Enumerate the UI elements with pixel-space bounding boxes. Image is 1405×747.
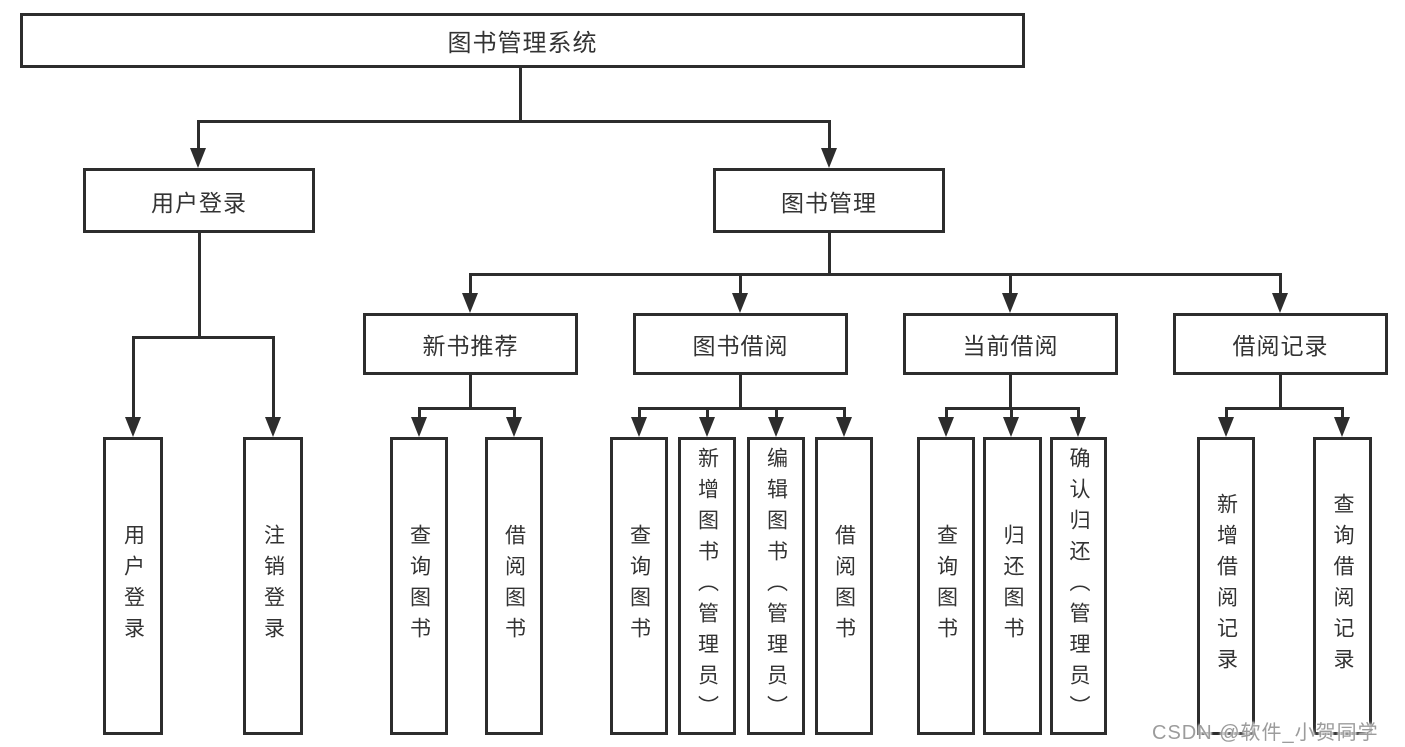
- connector-book-mgmt-drop: [828, 120, 831, 150]
- connector-drop: [843, 407, 846, 418]
- arrow-to-leaf: [768, 417, 784, 437]
- node-root: 图书管理系统: [20, 13, 1025, 68]
- connector-drop: [1225, 407, 1228, 418]
- node-leaf-confirm-return-admin: 确认归还（管理员）: [1050, 437, 1107, 735]
- connector-drop: [1341, 407, 1344, 418]
- leaf-label: 注销登录: [261, 524, 285, 648]
- arrow-to-leaf: [699, 417, 715, 437]
- connector-stem: [1009, 375, 1012, 407]
- arrow-to-leaf: [1334, 417, 1350, 437]
- leaf-label: 借阅图书: [502, 524, 526, 648]
- connector-drop: [1010, 407, 1013, 418]
- arrow-to-leaf: [1003, 417, 1019, 437]
- node-leaf-borrow-books-rec: 借阅图书: [485, 437, 543, 735]
- node-leaf-logout: 注销登录: [243, 437, 303, 735]
- connector-rail: [418, 407, 515, 410]
- arrow-to-leaf: [631, 417, 647, 437]
- node-leaf-query-books: 查询图书: [610, 437, 668, 735]
- leaf-label: 查询借阅记录: [1331, 493, 1355, 679]
- connector-drop: [638, 407, 641, 418]
- connector-stem: [1279, 375, 1282, 407]
- leaf-label: 编辑图书（管理员）: [764, 446, 788, 726]
- leaf-label: 查询图书: [627, 524, 651, 648]
- arrow-to-leaf: [506, 417, 522, 437]
- connector-drop: [739, 273, 742, 295]
- node-user-login: 用户登录: [83, 168, 315, 233]
- connector-user-login-drop: [197, 120, 200, 150]
- arrow-to-leaf: [938, 417, 954, 437]
- connector-drop: [272, 336, 275, 418]
- node-book-borrow: 图书借阅: [633, 313, 848, 375]
- node-leaf-add-books-admin: 新增图书（管理员）: [678, 437, 736, 735]
- leaf-label: 查询图书: [407, 524, 431, 648]
- arrow-to-leaf-login: [125, 417, 141, 437]
- connector-drop: [469, 273, 472, 295]
- leaf-label: 新增借阅记录: [1214, 493, 1238, 679]
- connector-stem: [469, 375, 472, 407]
- node-book-mgmt-label: 图书管理: [781, 189, 877, 216]
- connector-drop: [1009, 273, 1012, 295]
- leaf-label: 归还图书: [1001, 524, 1025, 648]
- node-current-borrow: 当前借阅: [903, 313, 1118, 375]
- leaf-label: 查询图书: [934, 524, 958, 648]
- connector-drop: [945, 407, 948, 418]
- arrow-to-book-borrow: [732, 293, 748, 313]
- node-leaf-return-books: 归还图书: [983, 437, 1042, 735]
- arrow-to-book-mgmt: [821, 148, 837, 168]
- watermark: CSDN @软件_小贺同学: [1152, 722, 1379, 744]
- node-leaf-borrow-books: 借阅图书: [815, 437, 873, 735]
- connector-drop: [513, 407, 516, 418]
- arrow-to-new-book-rec: [462, 293, 478, 313]
- leaf-label: 借阅图书: [832, 524, 856, 648]
- arrow-to-leaf-logout: [265, 417, 281, 437]
- arrow-to-leaf: [411, 417, 427, 437]
- leaf-label: 确认归还（管理员）: [1067, 446, 1091, 726]
- node-root-label: 图书管理系统: [447, 30, 598, 57]
- connector-drop: [418, 407, 421, 418]
- connector-rail: [638, 407, 845, 410]
- node-leaf-query-books-rec: 查询图书: [390, 437, 448, 735]
- connector-drop: [706, 407, 709, 418]
- connector-book-mgmt-stem: [828, 233, 831, 273]
- node-new-book-rec-label: 新书推荐: [422, 333, 519, 359]
- node-borrow-record-label: 借阅记录: [1232, 333, 1329, 359]
- connector-user-login-rail: [132, 336, 274, 339]
- connector-drop: [1077, 407, 1080, 418]
- leaf-label: 用户登录: [121, 524, 145, 648]
- node-book-borrow-label: 图书借阅: [692, 333, 789, 359]
- connector-root-rail: [197, 120, 831, 123]
- connector-drop: [775, 407, 778, 418]
- connector-drop: [132, 336, 135, 418]
- node-leaf-query-borrow-record: 查询借阅记录: [1313, 437, 1372, 735]
- arrow-to-user-login: [190, 148, 206, 168]
- leaf-label: 新增图书（管理员）: [695, 446, 719, 726]
- arrow-to-leaf: [1070, 417, 1086, 437]
- connector-drop: [1279, 273, 1282, 295]
- connector-rail: [1225, 407, 1343, 410]
- node-leaf-user-login: 用户登录: [103, 437, 163, 735]
- node-user-login-label: 用户登录: [151, 189, 247, 216]
- arrow-to-current-borrow: [1002, 293, 1018, 313]
- node-book-mgmt: 图书管理: [713, 168, 945, 233]
- node-new-book-rec: 新书推荐: [363, 313, 578, 375]
- node-leaf-add-borrow-record: 新增借阅记录: [1197, 437, 1255, 735]
- connector-user-login-stem: [198, 233, 201, 336]
- connector-root-stem: [519, 68, 522, 120]
- connector-book-mgmt-rail: [469, 273, 1282, 276]
- node-leaf-query-current: 查询图书: [917, 437, 975, 735]
- node-borrow-record: 借阅记录: [1173, 313, 1388, 375]
- arrow-to-leaf: [1218, 417, 1234, 437]
- arrow-to-leaf: [836, 417, 852, 437]
- connector-stem: [739, 375, 742, 407]
- node-leaf-edit-books-admin: 编辑图书（管理员）: [747, 437, 805, 735]
- node-current-borrow-label: 当前借阅: [962, 333, 1059, 359]
- arrow-to-borrow-record: [1272, 293, 1288, 313]
